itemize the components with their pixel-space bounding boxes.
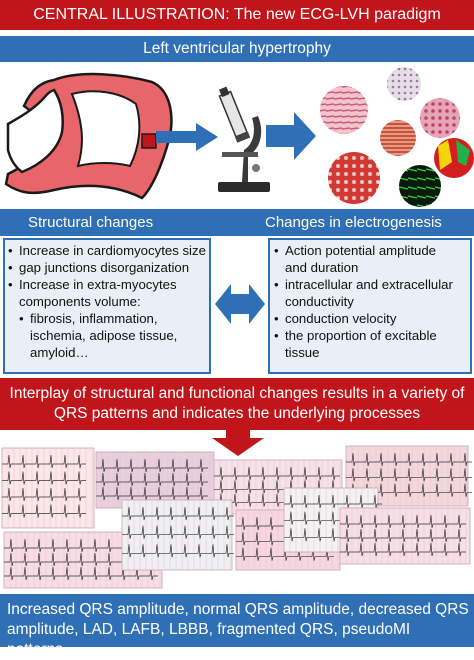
patterns-line: amplitude, LAD, LAFB, LBBB, fragmented Q… — [7, 621, 411, 658]
list-item: intracellular and extracellularconductiv… — [274, 276, 466, 310]
list-item: gap junctions disorganization — [8, 259, 206, 276]
lvh-label: Left ventricular hypertrophy — [143, 40, 331, 57]
changes-banner: Structural changes Changes in electrogen… — [0, 209, 474, 236]
histology-images-icon — [320, 67, 474, 207]
electrogenesis-heading: Changes in electrogenesis — [265, 214, 442, 231]
page-title: CENTRAL ILLUSTRATION: The new ECG-LVH pa… — [33, 6, 441, 23]
ecg-strips-icon — [1, 445, 472, 589]
right-arrow-icon — [156, 123, 218, 151]
bottom-banner: Increased QRS amplitude, normal QRS ampl… — [0, 594, 474, 658]
lvh-banner: Left ventricular hypertrophy — [0, 36, 474, 62]
interplay-line: Interplay of structural and functional c… — [9, 385, 465, 402]
patterns-line: Increased QRS amplitude, normal QRS ampl… — [7, 601, 469, 618]
structural-changes-box: Increase in cardiomyocytes size gap junc… — [3, 238, 211, 374]
list-item: fibrosis, inflammation,ischemia, adipose… — [8, 310, 206, 361]
double-arrow-icon — [215, 284, 265, 324]
list-item: Increase in cardiomyocytes size — [8, 242, 206, 259]
interplay-banner: Interplay of structural and functional c… — [0, 378, 474, 430]
heart-section-icon — [4, 72, 173, 200]
interplay-line: QRS patterns and indicates the underlyin… — [53, 405, 421, 422]
structural-heading: Structural changes — [28, 214, 154, 231]
title-banner: CENTRAL ILLUSTRATION: The new ECG-LVH pa… — [0, 0, 474, 30]
list-item: conduction velocity — [274, 310, 466, 327]
microscope-icon — [218, 86, 270, 192]
down-arrow-icon — [212, 428, 264, 456]
right-arrow-icon — [266, 112, 316, 160]
